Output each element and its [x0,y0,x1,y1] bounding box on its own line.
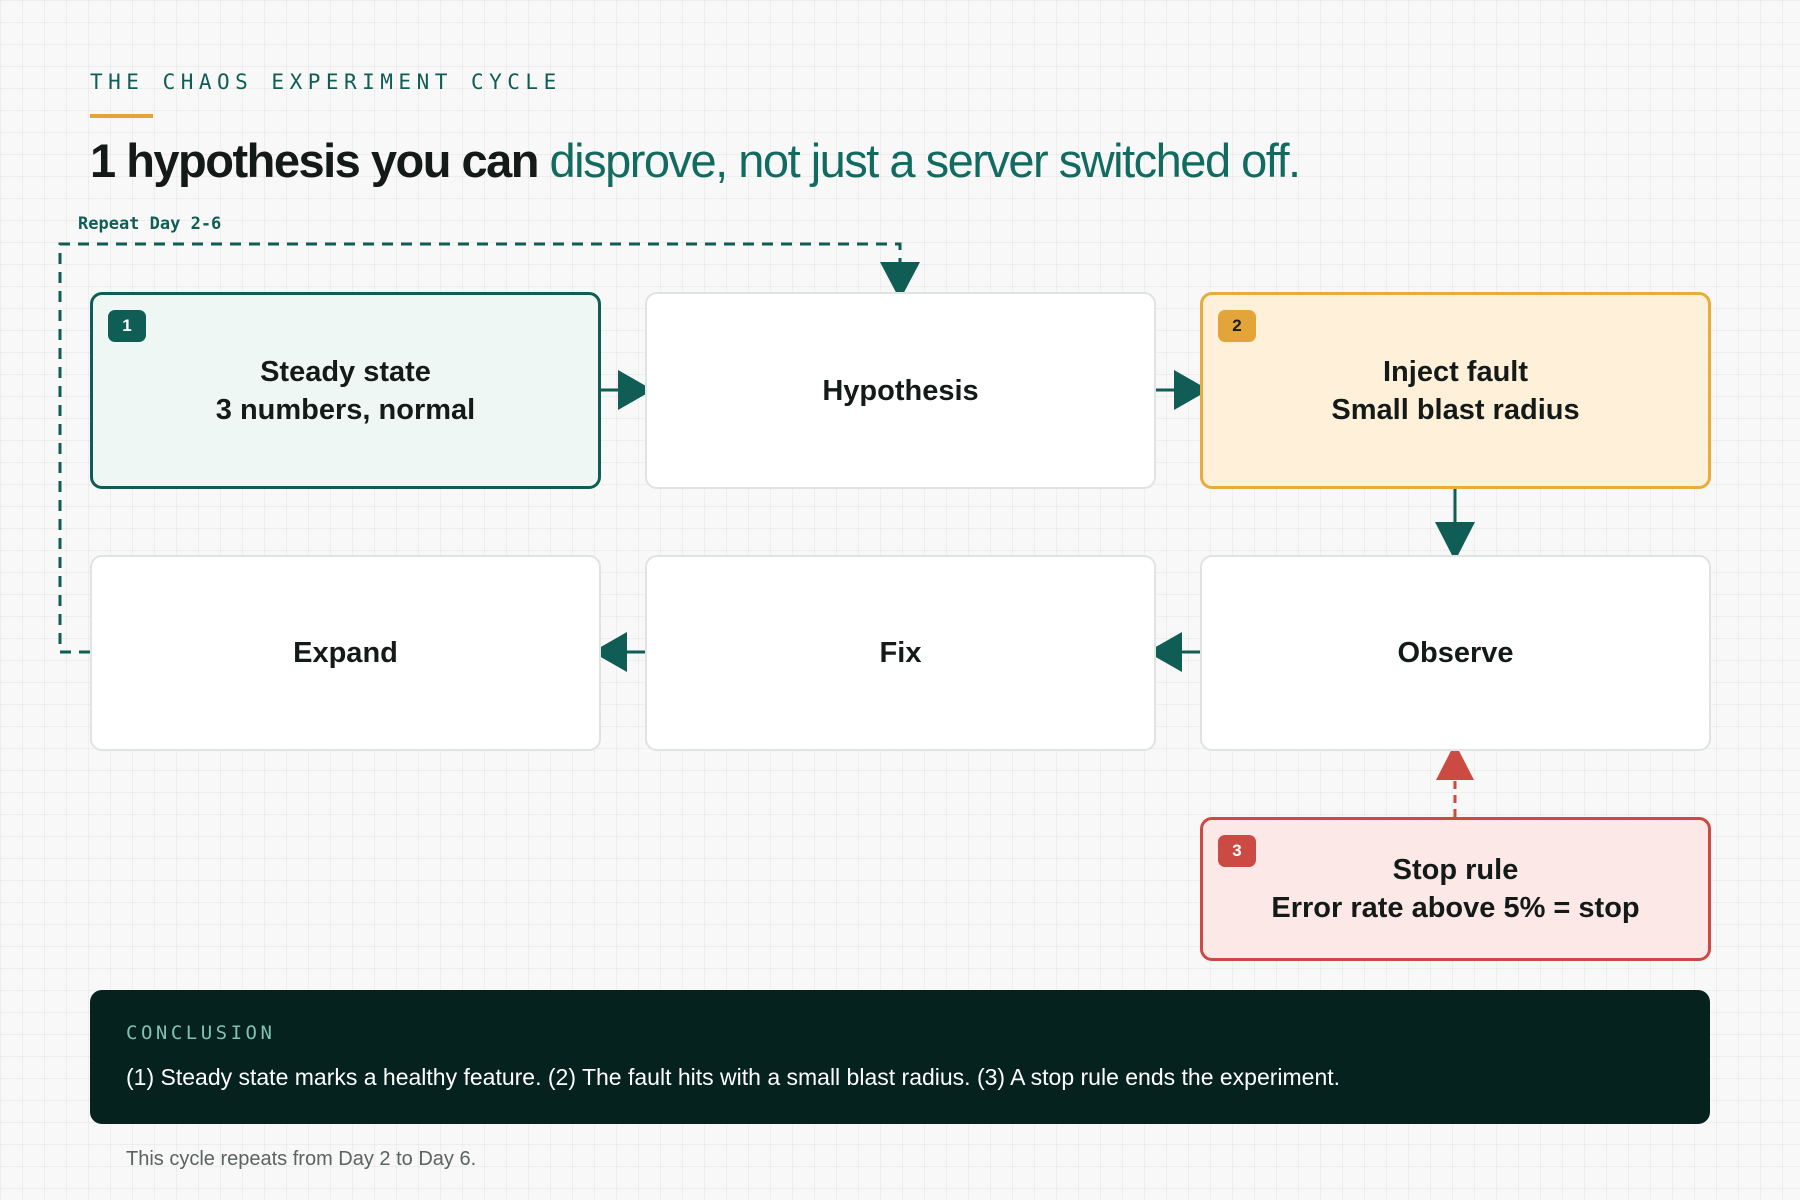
headline-lead: 1 hypothesis you can [90,134,539,187]
conclusion-label: CONCLUSION [126,1022,276,1044]
node-title: Stop rule [1392,854,1519,886]
node-subtitle: Error rate above 5% = stop [1271,892,1640,924]
node-title: Hypothesis [822,374,979,407]
arrow-observe-to-fix [1147,632,1200,672]
arrow-inject-to-observe [1435,488,1475,561]
arrow-fix-to-expand [592,632,645,672]
eyebrow-underline [90,114,153,118]
eyebrow-title: THE CHAOS EXPERIMENT CYCLE [90,70,562,94]
headline-accent: disprove, not just a server switched off… [549,134,1302,187]
node-subtitle: 3 numbers, normal [215,393,476,426]
conclusion-panel: CONCLUSION (1) Steady state marks a heal… [90,990,1710,1124]
conclusion-text: (1) Steady state marks a healthy feature… [126,1064,1341,1090]
arrow-stop-rule-to-observe [1436,743,1474,817]
node-title: Inject fault [1382,355,1528,388]
node-expand[interactable]: Expand [90,555,601,751]
node-hypothesis[interactable]: Hypothesis [645,292,1156,489]
arrow-hypothesis-to-inject [1156,370,1209,410]
node-inject-fault[interactable]: 2 Inject fault Small blast radius [1200,292,1711,489]
node-title: Steady state [260,355,431,388]
step-badge-3: 3 [1218,835,1256,867]
node-title: Observe [1397,637,1514,669]
step-badge-2: 2 [1218,310,1256,342]
node-fix[interactable]: Fix [645,555,1156,751]
node-steady-state[interactable]: 1 Steady state 3 numbers, normal [90,292,601,489]
node-stop-rule[interactable]: 3 Stop rule Error rate above 5% = stop [1200,817,1711,961]
step-badge-1: 1 [108,310,146,342]
node-title: Expand [293,637,398,669]
arrow-steady-to-hypothesis [601,370,653,410]
node-title: Fix [879,637,922,669]
repeat-loop-label: Repeat Day 2-6 [78,214,222,234]
page-title: 1 hypothesis you can disprove, not just … [90,130,1302,192]
repeat-loop-connector [58,242,920,654]
footnote: This cycle repeats from Day 2 to Day 6. [126,1148,477,1170]
node-subtitle: Small blast radius [1331,393,1580,426]
node-observe[interactable]: Observe [1200,555,1711,751]
